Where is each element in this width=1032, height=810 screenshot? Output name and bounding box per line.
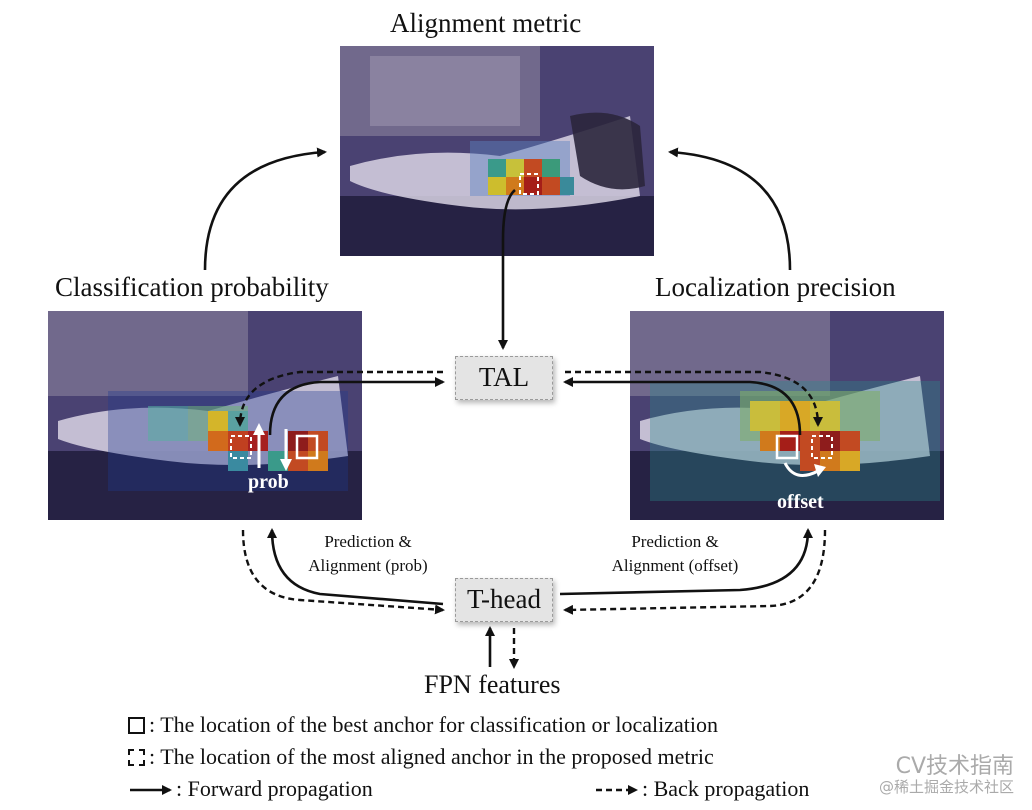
arrow-alignment-to-tal xyxy=(498,189,516,350)
arrow-loc-to-alignment xyxy=(668,147,792,271)
tal-box: TAL xyxy=(455,356,553,400)
legend-dashed-box-text: : The location of the most aligned ancho… xyxy=(149,744,714,769)
alignment-heatmap xyxy=(340,46,654,256)
legend-forward-text: : Forward propagation xyxy=(176,776,373,801)
prediction-offset-line2: Alignment (offset) xyxy=(611,556,739,575)
arrow-prob-to-tal xyxy=(268,377,445,436)
fpn-features-label: FPN features xyxy=(424,670,561,699)
title-alignment-metric: Alignment metric xyxy=(390,8,582,38)
backarrow-tal-to-loc xyxy=(565,370,823,427)
dashed-square-icon xyxy=(128,748,145,766)
prediction-prob-line1: Prediction & xyxy=(324,532,412,551)
prediction-alignment-offset-label: Prediction & Alignment (offset) xyxy=(590,530,760,578)
localization-precision-image: offset xyxy=(630,311,944,520)
classification-heatmap xyxy=(48,311,362,520)
localization-heatmap xyxy=(630,311,944,520)
legend-back-row: : Back propagation xyxy=(642,776,809,802)
prediction-alignment-prob-label: Prediction & Alignment (prob) xyxy=(288,530,448,578)
classification-probability-image: prob xyxy=(48,311,362,520)
watermark-line2: @稀土掘金技术社区 xyxy=(878,778,1014,796)
legend-forward-row: : Forward propagation xyxy=(176,776,373,802)
title-classification-probability: Classification probability xyxy=(55,272,329,302)
legend-solid-box-row: : The location of the best anchor for cl… xyxy=(128,712,718,738)
arrow-class-to-alignment xyxy=(203,147,327,271)
arrow-thead-to-class xyxy=(267,528,444,606)
solid-square-icon xyxy=(128,716,145,734)
title-localization-precision: Localization precision xyxy=(655,272,896,302)
backarrow-tal-to-class xyxy=(235,370,443,427)
t-head-box: T-head xyxy=(455,578,553,622)
legend-dashed-box-row: : The location of the most aligned ancho… xyxy=(128,744,714,770)
arrow-offset-to-tal xyxy=(563,377,802,436)
prediction-prob-line2: Alignment (prob) xyxy=(308,556,428,575)
alignment-metric-image xyxy=(340,46,654,256)
backarrow-loc-to-thead xyxy=(563,529,827,615)
watermark-line1: CV技术指南 xyxy=(895,754,1014,779)
legend-back-text: : Back propagation xyxy=(642,776,810,801)
legend-solid-box-text: : The location of the best anchor for cl… xyxy=(149,712,718,737)
offset-label: offset xyxy=(777,491,824,513)
backarrow-class-to-thead xyxy=(241,529,445,615)
prob-label: prob xyxy=(248,471,289,493)
arrow-thead-to-loc xyxy=(559,528,813,596)
prediction-offset-line1: Prediction & xyxy=(631,532,719,551)
